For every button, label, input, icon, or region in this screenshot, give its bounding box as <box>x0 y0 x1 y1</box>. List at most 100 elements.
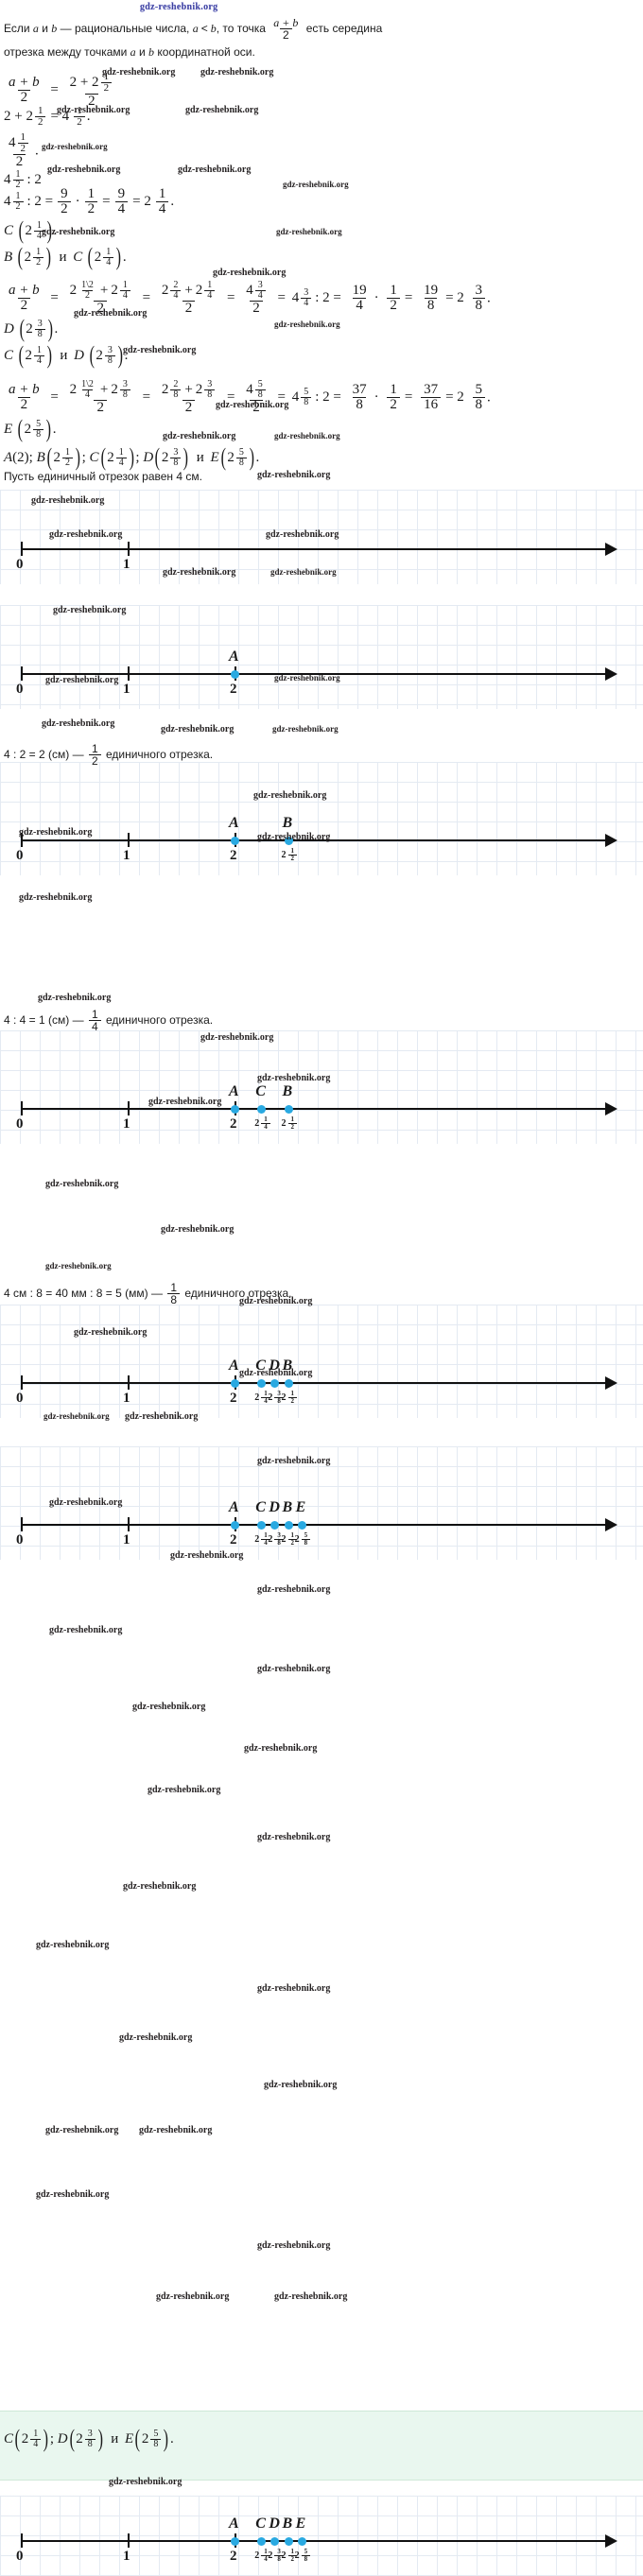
paren-right-12: ) <box>43 2425 49 2453</box>
c2-lhs-den: 2 <box>17 298 31 313</box>
axis-tick <box>128 1375 130 1390</box>
c2r4n: 19 <box>424 283 439 299</box>
half-before: 4 : 2 = 2 (см) — <box>4 747 87 761</box>
c2-lhs-num: a + b <box>9 283 40 299</box>
c3r5d: 8 <box>472 397 486 412</box>
watermark: gdz-reshebnik.org <box>42 718 115 729</box>
pointB-whole: 2 <box>24 250 32 266</box>
axis-tick-label: 1 <box>123 1391 130 1406</box>
watermark: gdz-reshebnik.org <box>200 67 274 78</box>
axis-tick <box>128 2533 130 2548</box>
c3t3n: 2 <box>173 379 179 389</box>
axis-tick <box>21 1101 23 1115</box>
pointC-n-2: 1 <box>106 247 112 257</box>
c2r1w: 4 <box>291 290 300 306</box>
pointE-d: 8 <box>33 429 44 440</box>
c3t2d: 8 <box>119 389 130 400</box>
paren-left-11: ( <box>220 443 226 472</box>
axis-tick-label: 2 <box>230 682 237 697</box>
ans-sep1: ; <box>49 2431 55 2447</box>
number-line-axis <box>21 548 605 550</box>
watermark: gdz-reshebnik.org <box>139 2125 213 2135</box>
pointD-whole-2: 2 <box>96 348 103 364</box>
c2t1n: 1\2 <box>81 280 94 290</box>
pointB-n: 1 <box>36 247 42 257</box>
paren-left: ( <box>18 216 24 245</box>
paren-left-9: ( <box>100 443 106 472</box>
point-label-a: A <box>229 1499 239 1515</box>
c1-lhs-num: a + b <box>9 75 40 91</box>
paren-right-14: ) <box>163 2425 169 2453</box>
axis-tick-label: 2 <box>230 2549 237 2564</box>
pointD-letter: D <box>4 321 14 337</box>
eighth-d: 8 <box>167 1293 180 1305</box>
point-label-c: C <box>255 1499 266 1515</box>
c2r5d: 8 <box>472 298 486 313</box>
c1l4-tail: : 2 <box>26 172 42 188</box>
number-line-axis <box>21 1524 605 1526</box>
paren-left-12: ( <box>14 2425 21 2453</box>
point-marker-c <box>257 1521 267 1530</box>
c1l3-fn: 1 <box>20 131 26 143</box>
paren-left-7: ( <box>17 415 23 443</box>
c3r3n: 1 <box>390 382 397 398</box>
pointC-whole-2: 2 <box>94 250 102 266</box>
watermark: gdz-reshebnik.org <box>163 431 236 441</box>
point-label-b: B <box>282 815 293 831</box>
point-marker-a <box>231 2537 239 2546</box>
c2t5w: 4 <box>246 283 253 299</box>
watermark: gdz-reshebnik.org <box>36 2189 110 2200</box>
pointD-whole: 2 <box>26 321 33 337</box>
c2r4op: = 2 <box>445 290 464 306</box>
sum-C-whole: 2 <box>107 450 114 466</box>
var-a: a <box>32 21 39 35</box>
paren-left-2: ( <box>17 243 23 271</box>
c1l2-f1d: 2 <box>34 116 46 128</box>
pointB-letter: B <box>4 250 13 266</box>
pointE-whole: 2 <box>24 422 32 438</box>
watermark: gdz-reshebnik.org <box>257 470 331 480</box>
pointD-n: 3 <box>37 319 43 329</box>
sum-E-d: 8 <box>235 458 247 468</box>
watermark: gdz-reshebnik.org <box>257 1832 331 1842</box>
c3r1tail: : 2 = <box>315 389 341 406</box>
c1-rhs-den: 2 <box>85 94 98 109</box>
c1l5-f5d: 4 <box>155 201 169 216</box>
point-marker-b <box>284 1105 293 1114</box>
c1l5-f4n: 9 <box>117 186 126 201</box>
c2t3d: 4 <box>170 290 182 301</box>
c3r5n: 5 <box>475 382 483 398</box>
point-marker-b <box>284 1379 293 1388</box>
answer-highlight-box <box>0 2411 643 2481</box>
pointD-d: 8 <box>34 329 45 339</box>
pointCD-dot: . <box>124 348 129 364</box>
watermark: gdz-reshebnik.org <box>274 320 340 329</box>
c2r4d: 8 <box>424 298 438 313</box>
ans-E-n: 5 <box>153 2429 159 2439</box>
watermark: gdz-reshebnik.org <box>140 2 218 12</box>
c3t3d: 8 <box>170 389 182 400</box>
pointC-letter-3: C <box>4 348 14 364</box>
sum-A: A <box>4 450 13 466</box>
paren-right-5: ) <box>46 341 52 370</box>
point-label-c: C <box>255 2515 266 2532</box>
var-b: b <box>51 21 58 35</box>
c2t4w: 2 <box>195 283 203 299</box>
var-a-3: a <box>130 45 136 59</box>
intro-text-d: , то точка <box>216 21 269 35</box>
axis-arrow-icon <box>605 1518 617 1531</box>
c3t4w: 2 <box>195 382 203 398</box>
intro-text-c: — рациональные числа, <box>57 21 193 35</box>
c1l3-whole: 4 <box>9 135 16 151</box>
c3r4n: 37 <box>424 382 439 398</box>
